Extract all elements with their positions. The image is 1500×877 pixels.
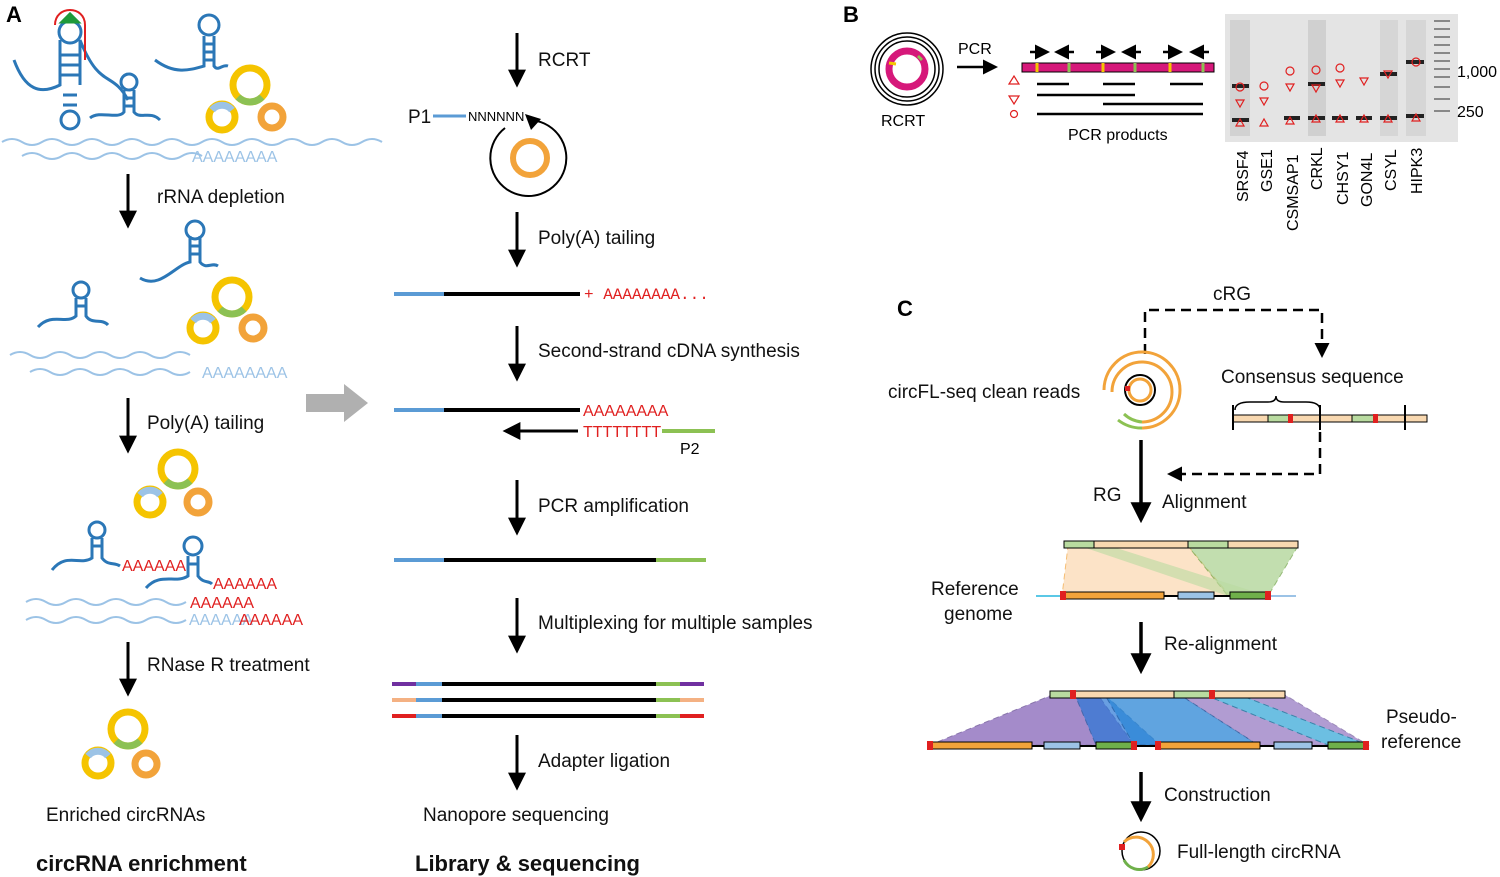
construction-label: Construction (1164, 785, 1271, 806)
p2-label: P2 (680, 441, 700, 458)
lane-label: CSMSAP1 (1285, 154, 1302, 231)
hairpin-rna-icon (139, 219, 219, 283)
lane-label: GON4L (1359, 153, 1376, 207)
rcrt-label: RCRT (538, 50, 591, 71)
pseudo-reference-realignment (927, 690, 1370, 750)
realignment-label: Re-alignment (1164, 634, 1278, 655)
polya-tail-text: AAAAAAAA (202, 365, 288, 382)
rcrt-concatemer (1021, 62, 1215, 73)
polya-tail-text: AAAAAA (213, 576, 277, 593)
flow-arrow-icon (306, 384, 368, 422)
rg-label: RG (1093, 485, 1122, 506)
rrna-wave-icon (25, 598, 187, 624)
genome-label: genome (944, 604, 1013, 625)
polya-tail-text: AAAAAA (190, 595, 254, 612)
ladder-250-label: 250 (1457, 104, 1484, 121)
full-length-circrna-label: Full-length circRNA (1177, 842, 1341, 863)
crg-dashed-arrow (1143, 308, 1330, 358)
circrna-cluster-icon (205, 64, 287, 134)
polya-tail-text: + AAAAAAAA... (584, 286, 709, 304)
pseudo-label: Pseudo- (1386, 707, 1457, 728)
second-strand-label: Second-strand cDNA synthesis (538, 341, 800, 362)
read-to-genome-alignment (1036, 540, 1299, 600)
polyt-text: TTTTTTTT (583, 424, 661, 441)
polya-tailing-label: Poly(A) tailing (147, 413, 264, 434)
rcrt-product-icon (870, 32, 944, 106)
lane-label: SRSF4 (1235, 150, 1252, 202)
circrna-cluster-icon (186, 276, 268, 345)
pcr-products-label: PCR products (1068, 127, 1168, 144)
circfl-reads-icon (1102, 350, 1182, 430)
reference-label: Reference (931, 579, 1019, 600)
consensus-dashed-arrow (1167, 432, 1322, 482)
circrna-cluster-icon (133, 448, 213, 519)
reference-label: reference (1381, 732, 1461, 753)
polya-tail-text: AAAAAA (189, 612, 253, 629)
multiplexed-library (392, 682, 704, 718)
product-symbol-legend (1007, 74, 1021, 119)
consensus-sequence-bar (1232, 395, 1428, 430)
random-primer-label: NNNNNN (468, 109, 524, 124)
polya-tail-text: AAAAAAAA (192, 149, 278, 166)
lane-label: GSE1 (1259, 149, 1276, 192)
gel-lane-labels: SRSF4 GSE1 CSMSAP1 CRKL CHSY1 GON4L CSYL… (1235, 147, 1426, 231)
hairpin-rna-icon (36, 280, 110, 329)
agarose-gel-image (1225, 14, 1458, 142)
multiplexing-label: Multiplexing for multiple samples (538, 613, 813, 634)
polya-text: AAAAAAAA (583, 403, 669, 420)
consensus-label: Consensus sequence (1221, 367, 1404, 388)
lane-label: HIPK3 (1409, 148, 1426, 194)
rcrt-label: RCRT (881, 113, 925, 130)
nanopore-sequencing-label: Nanopore sequencing (423, 805, 609, 826)
lane-label: CHSY1 (1335, 152, 1352, 205)
hairpin-rna-icon (154, 13, 229, 72)
crg-label: cRG (1213, 284, 1251, 305)
clean-reads-label: circFL-seq clean reads (888, 382, 1080, 403)
enriched-circrnas-label: Enriched circRNAs (46, 805, 205, 826)
alignment-label: Alignment (1162, 492, 1247, 513)
rcrt-circle-icon (489, 114, 568, 197)
trna-hairpin-icon (12, 9, 130, 131)
pcr-product-lines (1037, 82, 1203, 116)
panel-b-label: B (843, 2, 859, 27)
p1-label: P1 (408, 107, 431, 128)
hairpin-rna-icon (50, 520, 121, 571)
adapter-ligation-label: Adapter ligation (538, 751, 670, 772)
panel-a-label: A (6, 2, 22, 27)
rrna-wave-icon (1, 138, 383, 160)
rnase-r-label: RNase R treatment (147, 655, 310, 676)
lane-label: CRKL (1309, 147, 1326, 190)
lane-label: CSYL (1383, 149, 1400, 191)
library-sequencing-title: Library & sequencing (415, 851, 640, 876)
rrna-depletion-label: rRNA depletion (157, 187, 285, 208)
polya-tail-text: AAAAAA (122, 558, 186, 575)
full-length-circrna-icon (1119, 831, 1161, 871)
rrna-wave-icon (9, 351, 191, 376)
panel-c-label: C (897, 296, 913, 321)
pcr-label: PCR (958, 41, 992, 58)
polya-tailing-label: Poly(A) tailing (538, 228, 655, 249)
pcr-amplification-label: PCR amplification (538, 496, 689, 517)
polya-tail-text: AAAAAA (239, 612, 303, 629)
hairpin-rna-icon (144, 535, 214, 590)
circrna-enrichment-title: circRNA enrichment (36, 851, 247, 876)
circrna-cluster-icon (81, 708, 161, 780)
ladder-1000-label: 1,000 (1457, 64, 1497, 81)
hairpin-rna-icon (89, 72, 162, 122)
